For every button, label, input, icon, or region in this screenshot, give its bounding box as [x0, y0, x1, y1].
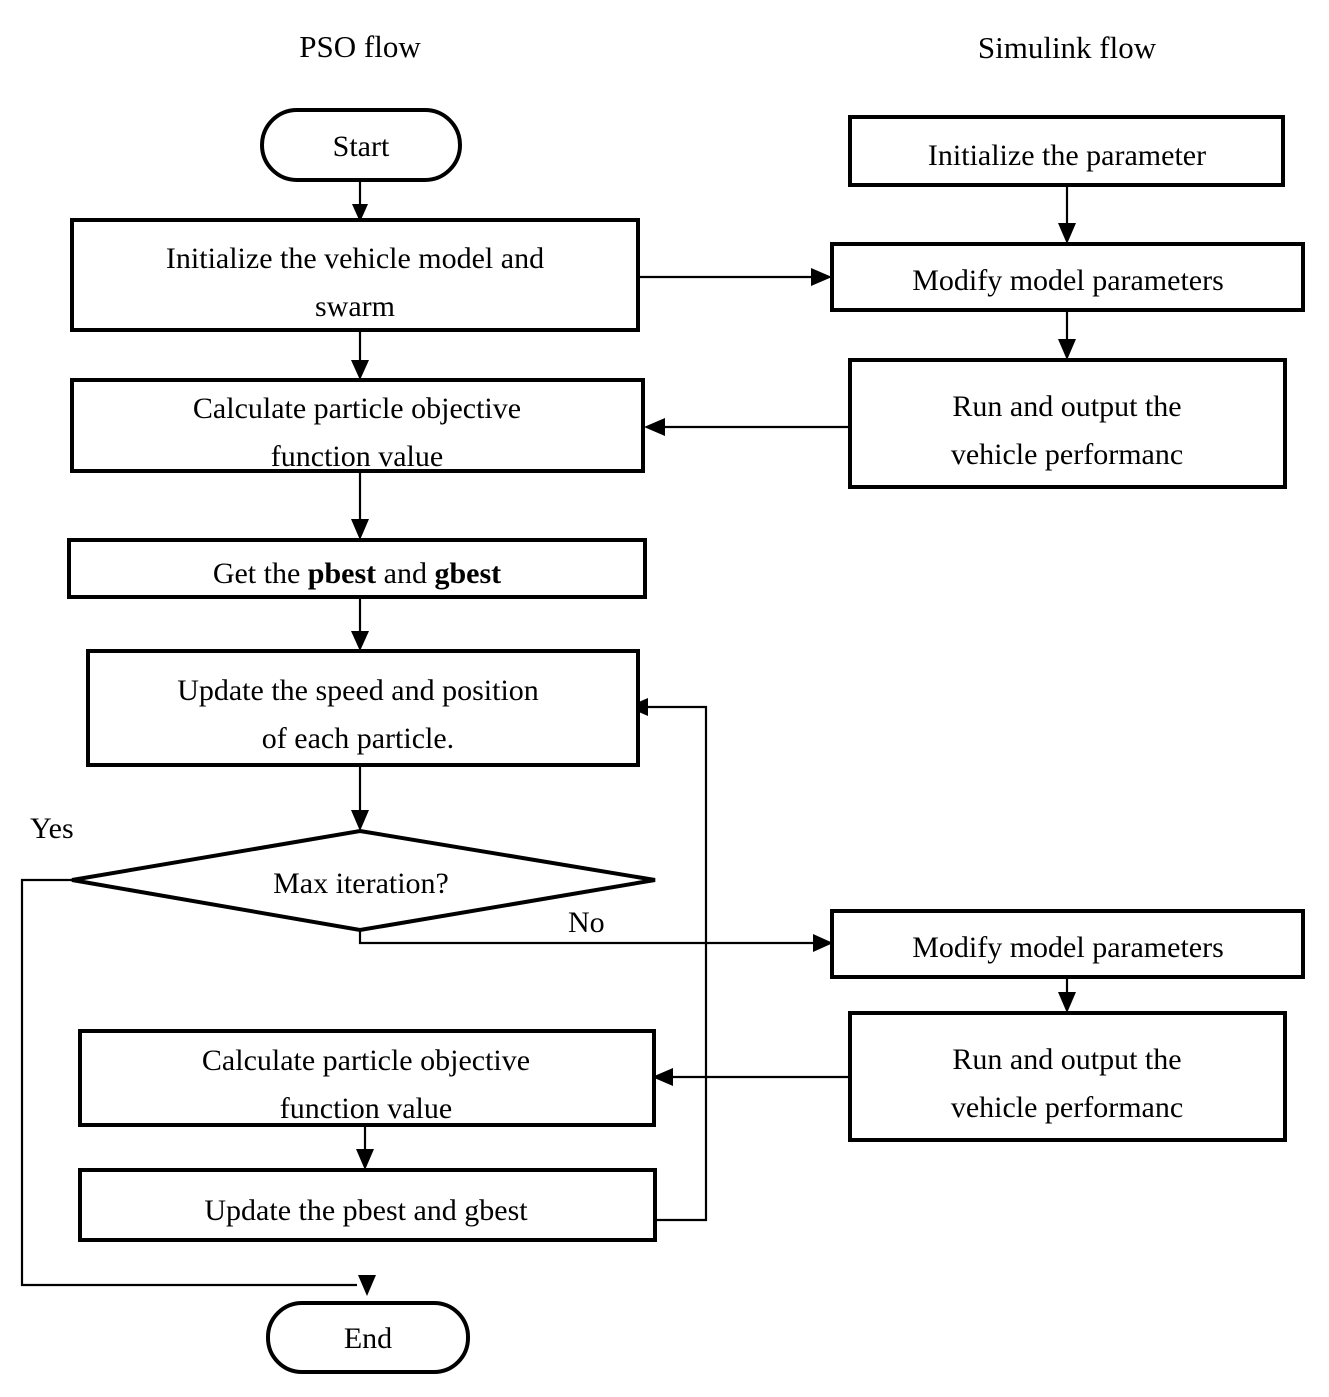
- connector-calc2-to-update-best: [356, 1125, 374, 1170]
- column-header-pso: PSO flow: [299, 29, 421, 64]
- connector-get-best-to-update-speed: [351, 597, 369, 651]
- node-init-vehicle[interactable]: Initialize the vehicle model and swarm: [70, 218, 640, 332]
- node-calc-objective-2-label-line2: function value: [280, 1092, 452, 1125]
- connector-decision-yes-to-end: [20, 878, 376, 1296]
- node-run-output-2-label-line1: Run and output the: [952, 1043, 1181, 1076]
- node-update-best[interactable]: Update the pbest and gbest: [78, 1168, 657, 1242]
- node-max-iteration[interactable]: Max iteration?: [71, 828, 656, 933]
- node-update-speed-label-line2: of each particle.: [262, 722, 454, 755]
- connector-run2-to-calc2: [652, 1068, 850, 1086]
- node-init-vehicle-shape: [70, 218, 640, 332]
- node-start-label: Start: [333, 130, 390, 163]
- node-modify-params-2-label: Modify model parameters: [912, 931, 1224, 964]
- column-header-simulink: Simulink flow: [978, 30, 1157, 65]
- node-modify-params-1-shape: [830, 242, 1305, 312]
- connector-init-vehicle-to-modify1: [638, 268, 832, 286]
- node-update-speed-label-line1: Update the speed and position: [177, 674, 539, 707]
- node-modify-params-1[interactable]: Modify model parameters: [830, 242, 1305, 312]
- connector-update-best-loop-to-update-speed: [627, 698, 708, 1222]
- node-calc-objective-1-shape: [70, 378, 645, 473]
- node-end-shape: [266, 1301, 470, 1374]
- node-run-output-1-label-line2: vehicle performanc: [951, 438, 1183, 471]
- node-update-speed[interactable]: Update the speed and position of each pa…: [86, 649, 640, 767]
- connector-start-to-init-vehicle: [352, 181, 368, 222]
- node-modify-params-2[interactable]: Modify model parameters: [830, 909, 1305, 979]
- node-calc-objective-1-label-line2: function value: [271, 440, 443, 473]
- node-get-best-label-mid: and: [376, 557, 434, 590]
- node-get-best-label: Get the pbest and gbest: [213, 557, 501, 590]
- node-init-param-shape: [848, 115, 1285, 187]
- node-max-iteration-shape: [71, 828, 656, 933]
- connector-update-speed-to-decision: [351, 765, 369, 831]
- node-run-output-1[interactable]: Run and output the vehicle performanc: [848, 358, 1287, 489]
- node-get-best-label-pbest: pbest: [308, 557, 376, 590]
- connector-init-param-to-modify1: [1058, 185, 1076, 244]
- connector-modify2-to-run2: [1058, 977, 1076, 1013]
- node-start[interactable]: Start: [260, 108, 462, 182]
- node-calc-objective-2-shape: [78, 1029, 656, 1127]
- node-run-output-1-label-line1: Run and output the: [952, 390, 1181, 423]
- node-get-best[interactable]: Get the pbest and gbest: [67, 538, 647, 599]
- node-update-best-label: Update the pbest and gbest: [204, 1194, 528, 1227]
- node-calc-objective-1[interactable]: Calculate particle objective function va…: [70, 378, 645, 473]
- node-init-vehicle-label-line1: Initialize the vehicle model and: [166, 242, 544, 275]
- edge-label-yes: Yes: [30, 812, 74, 845]
- node-max-iteration-label: Max iteration?: [273, 867, 449, 900]
- node-get-best-label-pre: Get the: [213, 557, 308, 590]
- connector-run1-to-calc1: [644, 418, 850, 436]
- edge-label-no: No: [568, 906, 605, 939]
- node-end-label: End: [344, 1322, 392, 1355]
- node-calc-objective-1-label-line1: Calculate particle objective: [193, 392, 521, 425]
- connector-decision-no-to-modify2: [358, 930, 833, 952]
- node-start-shape: [260, 108, 462, 182]
- connector-calc1-to-get-best: [351, 471, 369, 540]
- node-calc-objective-2-label-line1: Calculate particle objective: [202, 1044, 530, 1077]
- node-modify-params-2-shape: [830, 909, 1305, 979]
- node-update-best-shape: [78, 1168, 657, 1242]
- node-get-best-label-gbest: gbest: [434, 557, 501, 590]
- node-calc-objective-2[interactable]: Calculate particle objective function va…: [78, 1029, 656, 1127]
- node-run-output-2[interactable]: Run and output the vehicle performanc: [848, 1011, 1287, 1142]
- node-end[interactable]: End: [266, 1301, 470, 1374]
- node-update-speed-shape: [86, 649, 640, 767]
- node-run-output-1-shape: [848, 358, 1287, 489]
- node-init-vehicle-label-line2: swarm: [315, 290, 395, 323]
- connector-init-vehicle-to-calc1: [351, 330, 369, 380]
- node-run-output-2-label-line2: vehicle performanc: [951, 1091, 1183, 1124]
- node-get-best-shape: [67, 538, 647, 599]
- node-init-param-label: Initialize the parameter: [928, 139, 1206, 172]
- connector-modify1-to-run1: [1058, 310, 1076, 360]
- node-init-param[interactable]: Initialize the parameter: [848, 115, 1285, 187]
- node-modify-params-1-label: Modify model parameters: [912, 264, 1224, 297]
- node-run-output-2-shape: [848, 1011, 1287, 1142]
